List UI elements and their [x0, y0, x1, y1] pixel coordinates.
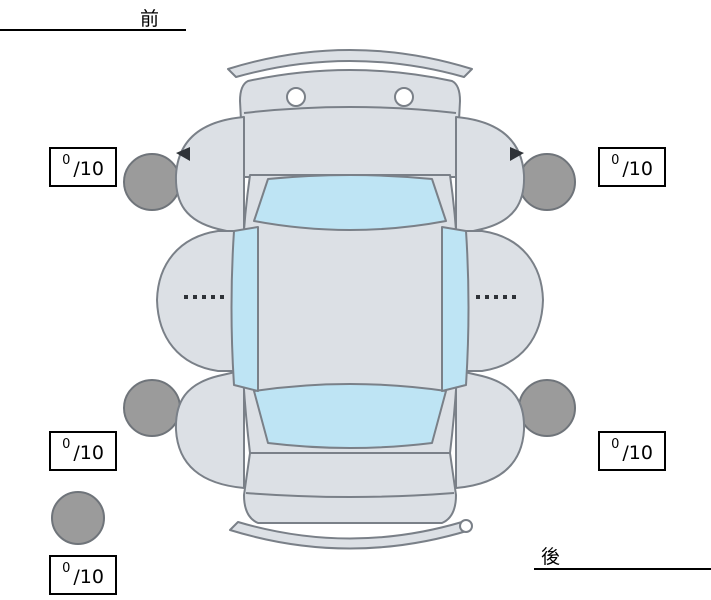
washer-nozzle-left — [286, 87, 306, 107]
score-denominator: /10 — [73, 566, 104, 588]
front-underline — [0, 29, 186, 31]
car-front-spoiler — [227, 49, 473, 78]
washer-nozzle-right — [394, 87, 414, 107]
score-denominator: /10 — [622, 442, 653, 464]
car-fender-rear-right — [455, 369, 526, 489]
score-box-front-left: 0 /10 — [49, 147, 117, 187]
score-numerator: 0 — [611, 437, 620, 452]
car-fender-front-right — [455, 116, 526, 236]
car-rear-spoiler — [229, 521, 471, 550]
car-front-bumper-hood — [239, 69, 461, 178]
mirror-right — [510, 147, 524, 161]
car-rear-trunk-bumper — [243, 452, 457, 524]
car-front-seam — [243, 106, 457, 114]
score-box-rear-right: 0 /10 — [598, 431, 666, 471]
car-rear-seam — [245, 492, 455, 498]
score-denominator: /10 — [73, 158, 104, 180]
mirror-left — [176, 147, 190, 161]
car-top-view — [156, 49, 544, 550]
rear-label: 後 — [541, 546, 562, 568]
side-window-left — [230, 226, 259, 392]
rear-underline — [534, 568, 711, 570]
score-numerator: 0 — [611, 153, 620, 168]
score-box-rear-left: 0 /10 — [49, 431, 117, 471]
score-numerator: 0 — [62, 561, 71, 576]
score-numerator: 0 — [62, 437, 71, 452]
dotted-line-left — [184, 295, 224, 299]
score-numerator: 0 — [62, 153, 71, 168]
exhaust-tip — [459, 519, 473, 533]
wheel-front-left — [123, 153, 181, 211]
score-box-spare: 0 /10 — [49, 555, 117, 595]
car-fender-rear-left — [174, 369, 245, 489]
rear-window — [253, 383, 447, 449]
front-label: 前 — [140, 8, 161, 30]
dotted-line-right — [476, 295, 516, 299]
car-fender-front-left — [174, 116, 245, 236]
score-denominator: /10 — [622, 158, 653, 180]
wheel-spare — [51, 491, 105, 545]
windshield — [253, 174, 447, 231]
score-box-front-right: 0 /10 — [598, 147, 666, 187]
side-window-right — [441, 226, 470, 392]
score-denominator: /10 — [73, 442, 104, 464]
